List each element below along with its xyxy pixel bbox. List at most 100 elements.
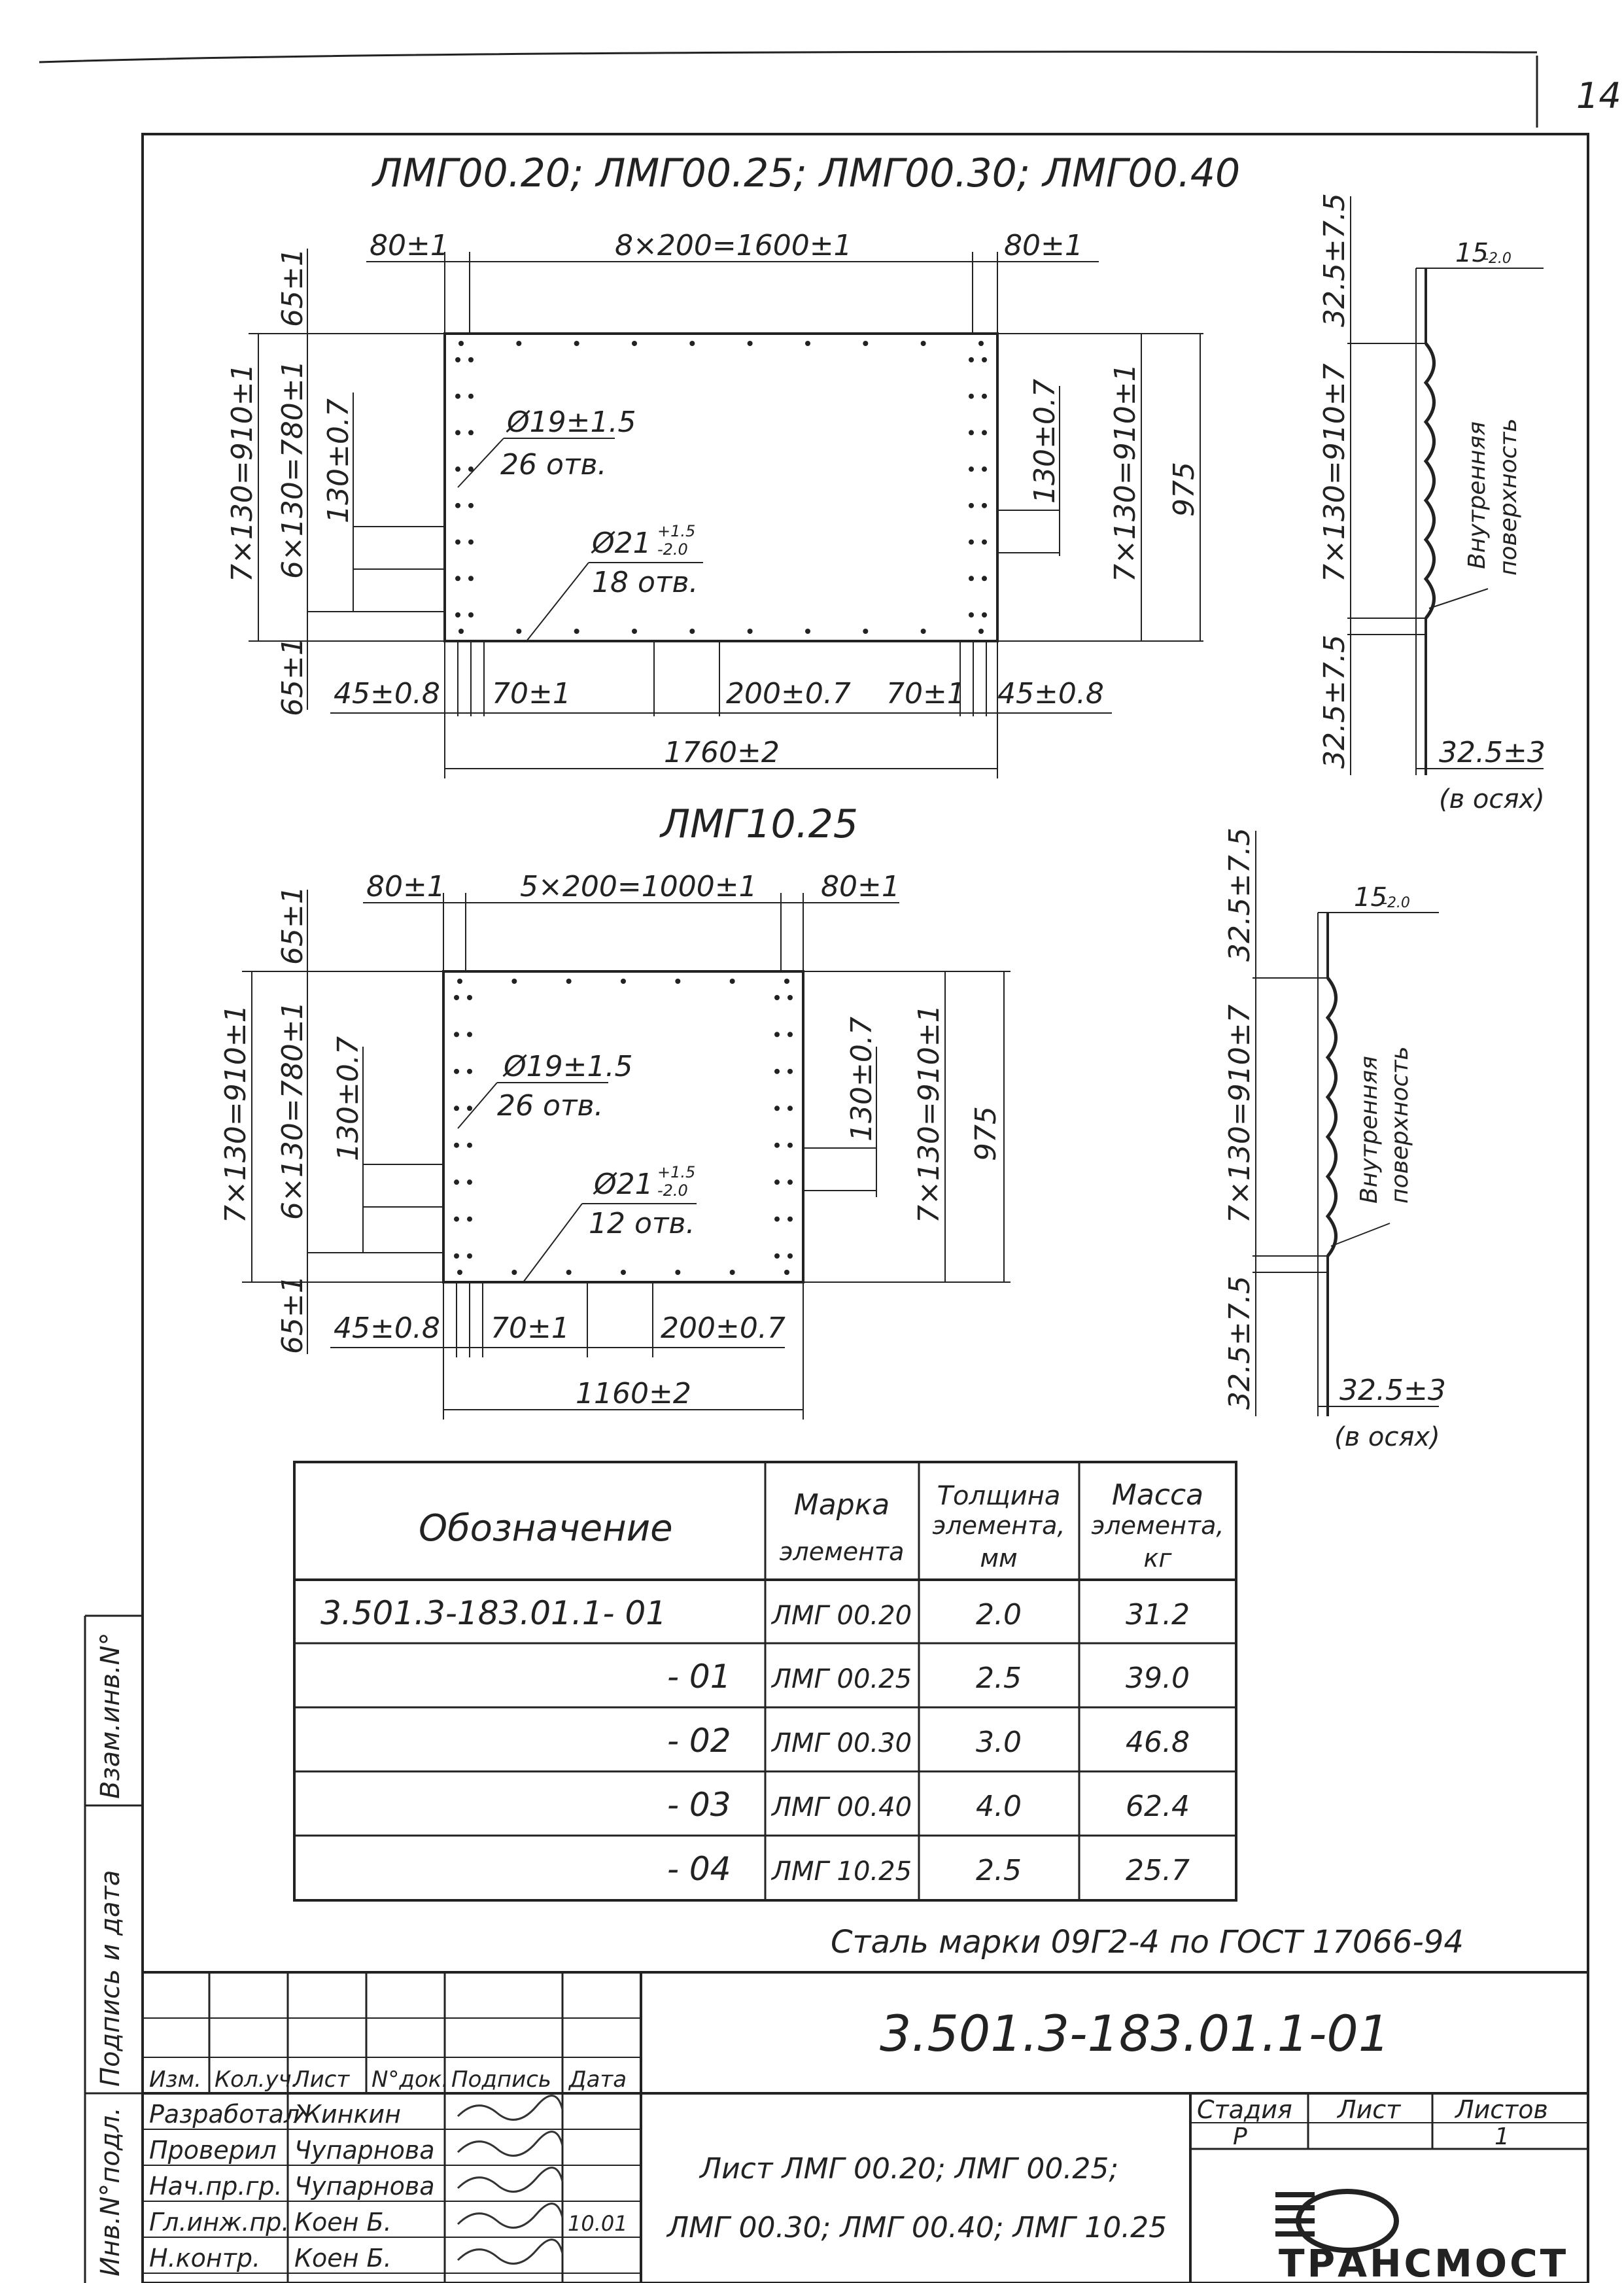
- dim2-total-width: 1160±2: [576, 1377, 691, 1410]
- hole-bottom: [675, 1270, 681, 1275]
- hole-top: [458, 341, 464, 346]
- hole-side: [467, 1216, 472, 1222]
- dim2-top-right: 80±1: [821, 870, 900, 903]
- hole-top: [457, 979, 462, 984]
- hole-bottom: [632, 629, 637, 634]
- sheet-header: Лист: [1336, 2095, 1402, 2124]
- table-cell-mass: 62.4: [1126, 1790, 1190, 1823]
- hole-top: [689, 341, 695, 346]
- holes2-21-tol-up: +1.5: [657, 1163, 695, 1181]
- hole-side: [982, 576, 987, 582]
- table-cell-mass: 46.8: [1126, 1726, 1190, 1759]
- hole-bottom: [978, 629, 984, 634]
- profile-2: 32.5±7.5 15 -2.0 7×130=910±7 Внутренняя …: [1223, 828, 1446, 1452]
- holes2-21-tol-dn: -2.0: [657, 1181, 688, 1200]
- title-block-col-header: Дата: [568, 2066, 627, 2093]
- table-cell-thickness: 4.0: [976, 1790, 1022, 1823]
- hole-side: [467, 1179, 472, 1185]
- dim-right-outer: 975: [1167, 462, 1201, 517]
- hole-top: [920, 341, 926, 346]
- title-block-col-header: Лист: [292, 2066, 350, 2093]
- hole-bottom: [566, 1270, 572, 1275]
- dim-bottom-200: 200±0.7: [726, 677, 851, 710]
- profile-2-label-2: поверхность: [1387, 1046, 1413, 1204]
- title-block-role: Нач.пр.гр.: [149, 2172, 283, 2201]
- hole-side: [455, 539, 460, 545]
- handwritten-signature: [457, 2095, 564, 2121]
- hole-side: [468, 430, 474, 436]
- hole-side: [455, 393, 460, 399]
- hole-side: [774, 1032, 780, 1037]
- table-cell-mark: ЛМГ 00.25: [770, 1664, 912, 1694]
- table-cell-mass: 31.2: [1126, 1598, 1190, 1631]
- table-cell-mass: 25.7: [1126, 1854, 1190, 1887]
- table-header-thick-2: элемента,: [933, 1511, 1065, 1540]
- hole-side: [969, 466, 974, 472]
- plate-2-holes: [454, 979, 793, 1275]
- hole-side: [787, 1179, 793, 1185]
- table-cell-mark: ЛМГ 10.25: [770, 1856, 912, 1887]
- dim2-65-bottom: 65±1: [276, 1275, 309, 1354]
- title-block-role: Проверил: [149, 2136, 277, 2165]
- dim-total-width: 1760±2: [664, 736, 780, 769]
- hole-side: [454, 1216, 459, 1222]
- hole-side: [468, 612, 474, 618]
- dim2-left-inner: 130±0.7: [332, 1036, 365, 1161]
- holes2-19-count: 26 отв.: [497, 1089, 603, 1123]
- profile-1-dim-axis-note: (в осях): [1439, 784, 1545, 814]
- drawing-1: ЛМГ00.20; ЛМГ00.25; ЛМГ00.30; ЛМГ00.40 8…: [226, 150, 1240, 778]
- profile-2-dim-mid: 7×130=910±7: [1223, 1004, 1256, 1223]
- hole-side: [468, 576, 474, 582]
- hole-side: [467, 1253, 472, 1259]
- hole-bottom: [458, 629, 464, 634]
- table-cell-designation: 3.501.3-183.01.1- 01: [320, 1594, 666, 1632]
- hole-side: [982, 612, 987, 618]
- table-header-mass-2: элемента,: [1092, 1511, 1224, 1540]
- side-stamp-inv-podl: Инв.N°подл.: [95, 2107, 126, 2276]
- company-logo: ТРАНСМОСТ: [1275, 2189, 1566, 2283]
- handwritten-signature: [457, 2131, 564, 2157]
- hole-top: [729, 979, 735, 984]
- title-block-person: Жинкин: [293, 2100, 401, 2129]
- table-cell-thickness: 2.5: [976, 1854, 1022, 1887]
- table-header-thick-3: мм: [980, 1544, 1017, 1573]
- hole-side: [774, 995, 780, 1000]
- dim-bottom-70-left: 70±1: [492, 677, 571, 710]
- dim2-top-left: 80±1: [366, 870, 445, 903]
- table-cell-designation: - 04: [667, 1850, 731, 1888]
- hole-side: [455, 612, 460, 618]
- profile-2-dim-thickness-tol: -2.0: [1382, 895, 1410, 911]
- hole-side: [787, 995, 793, 1000]
- hole-bottom: [805, 629, 810, 634]
- title-block-col-header: N°док.: [371, 2066, 449, 2093]
- table-header-mass-3: кг: [1144, 1544, 1173, 1573]
- hole-side: [787, 1032, 793, 1037]
- dim-bottom-45-left: 45±0.8: [334, 677, 440, 710]
- hole-side: [982, 393, 987, 399]
- hole-side: [454, 1179, 459, 1185]
- profile-2-dim-axis: 32.5±3: [1339, 1374, 1446, 1407]
- hole-side: [468, 357, 474, 362]
- sheets-value: 1: [1494, 2123, 1510, 2150]
- hole-side: [455, 576, 460, 582]
- hole-bottom: [920, 629, 926, 634]
- hole-side: [774, 1216, 780, 1222]
- hole-bottom: [457, 1270, 462, 1275]
- hole-side: [969, 357, 974, 362]
- hole-side: [774, 1179, 780, 1185]
- hole-side: [969, 430, 974, 436]
- hole-top: [747, 341, 753, 346]
- profile-2-dim-top: 32.5±7.5: [1223, 828, 1256, 962]
- title-block-person: Чупарнова: [294, 2136, 435, 2165]
- dim-right-inner: 130±0.7: [1028, 379, 1062, 504]
- title-block-role: Разработал: [149, 2100, 300, 2129]
- hole-side: [982, 466, 987, 472]
- handwritten-signature: [457, 2203, 564, 2229]
- holes-19-dia: Ø19±1.5: [506, 406, 636, 439]
- hole-side: [454, 1032, 459, 1037]
- sheet-number: 14: [1576, 75, 1621, 116]
- title-block-person: Коен Б.: [294, 2244, 392, 2273]
- hole-side: [467, 1142, 472, 1148]
